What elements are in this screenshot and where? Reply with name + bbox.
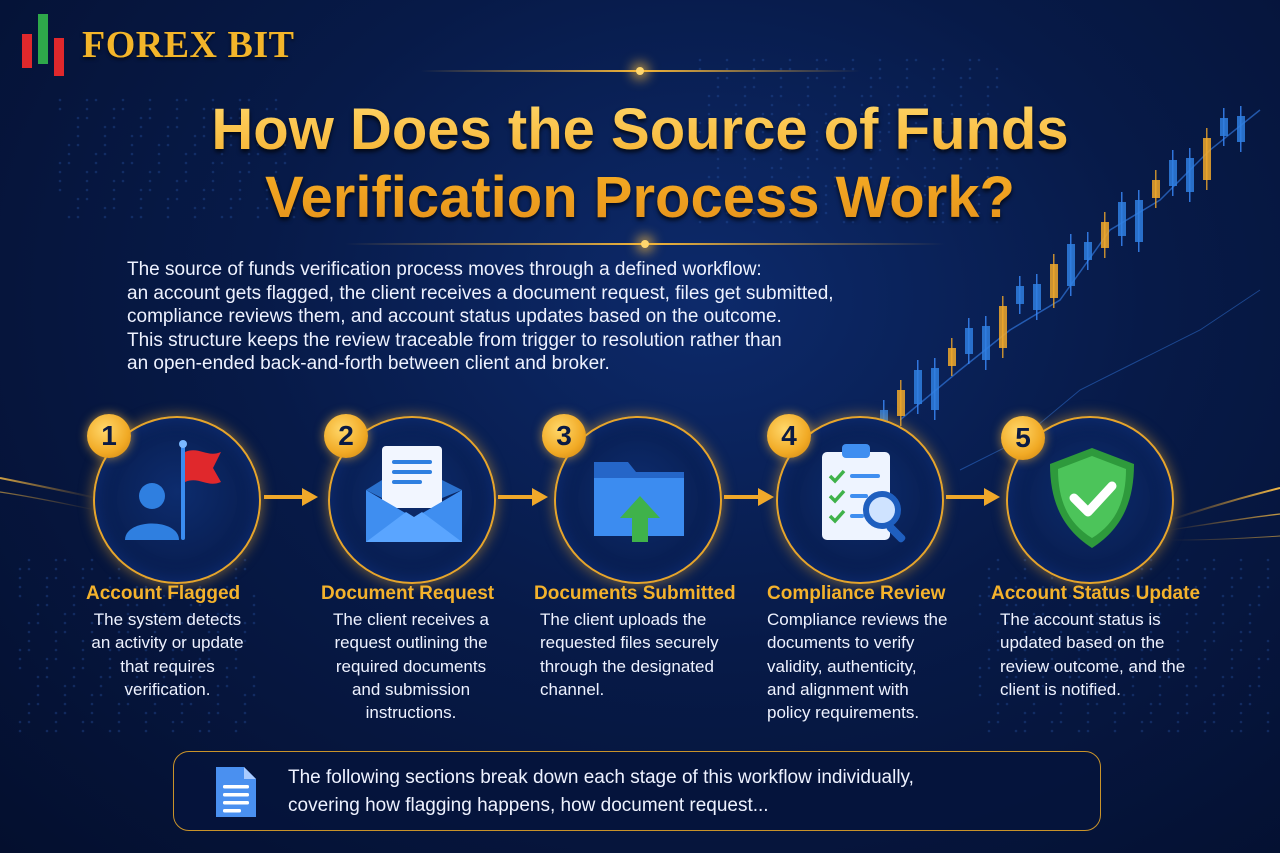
user-flag-icon (125, 440, 221, 540)
step-4-title: Compliance Review (767, 583, 946, 604)
desc-line: The system detects (93, 610, 242, 629)
arrow-right-icon (264, 488, 318, 506)
desc-line: an activity or update (91, 633, 244, 653)
desc-line: validity, authenticity, (767, 656, 917, 676)
step-5-description: The account status is updated based on t… (1000, 608, 1215, 701)
desc-line: requested files securely (540, 633, 719, 653)
footer-note-text: The following sections break down each s… (288, 764, 1068, 820)
desc-line: through the designated (540, 656, 714, 676)
step-1-number: 1 (87, 414, 131, 458)
desc-line: The account status is (1000, 610, 1161, 629)
step-1-circle (93, 416, 261, 584)
brand-logo: FOREX BIT (20, 14, 294, 76)
folder-upload-icon (594, 462, 684, 542)
footer-line: The following sections break down each s… (288, 767, 914, 788)
desc-line: updated based on the (1000, 633, 1165, 653)
desc-line: documents to verify (767, 633, 915, 653)
desc-line: instructions. (365, 703, 457, 723)
desc-line: policy requirements. (767, 703, 920, 723)
arrow-right-icon (498, 488, 548, 506)
title-divider-top (420, 67, 860, 75)
desc-line: and alignment with (767, 679, 909, 699)
intro-paragraph: The source of funds verification process… (127, 258, 947, 376)
desc-line: request outlining the (334, 633, 488, 653)
intro-line: an open-ended back-and-forth between cli… (127, 353, 610, 374)
step-2-description: The client receives a request outlining … (320, 608, 502, 724)
document-icon (216, 767, 256, 817)
step-1-title: Account Flagged (86, 583, 241, 604)
clipboard-search-icon (822, 444, 906, 543)
page-title: How Does the Source of Funds Verificatio… (60, 96, 1220, 232)
desc-line: channel. (540, 679, 605, 699)
desc-line: that requires (120, 656, 215, 676)
arrow-right-icon (946, 488, 1000, 506)
step-4-description: Compliance reviews the documents to veri… (767, 608, 972, 724)
desc-line: The client receives a (333, 610, 489, 629)
desc-line: review outcome, and the (1000, 656, 1186, 676)
desc-line: required documents (335, 656, 487, 676)
brand-name: FOREX BIT (82, 24, 295, 66)
envelope-document-icon (366, 446, 462, 542)
step-4-number: 4 (767, 414, 811, 458)
step-2-title: Document Request (321, 583, 495, 604)
arrow-right-icon (724, 488, 774, 506)
intro-line: The source of funds verification process… (127, 259, 762, 280)
step-3-number: 3 (542, 414, 586, 458)
step-2-number: 2 (324, 414, 368, 458)
step-3-title: Documents Submitted (534, 583, 736, 604)
title-divider-bottom (345, 240, 945, 248)
desc-line: and submission (351, 679, 471, 699)
desc-line: Compliance reviews the (767, 610, 948, 629)
shield-check-icon (1050, 448, 1134, 548)
step-5-title: Account Status Update (991, 583, 1201, 604)
step-5-circle (1006, 416, 1174, 584)
step-5-number: 5 (1001, 416, 1045, 460)
logo-candles-icon (20, 14, 72, 76)
step-3-description: The client uploads the requested files s… (540, 608, 745, 701)
desc-line: The client uploads the (540, 610, 707, 629)
step-3-circle (554, 416, 722, 584)
footer-note-box (173, 751, 1101, 831)
desc-line: verification. (124, 679, 211, 699)
footer-line: covering how flagging happens, how docum… (288, 795, 769, 816)
step-1-description: The system detects an activity or update… (80, 608, 255, 701)
desc-line: client is notified. (1000, 679, 1121, 699)
intro-line: an account gets flagged, the client rece… (127, 282, 834, 304)
intro-line: This structure keeps the review traceabl… (127, 329, 782, 351)
intro-line: compliance reviews them, and account sta… (127, 306, 782, 327)
